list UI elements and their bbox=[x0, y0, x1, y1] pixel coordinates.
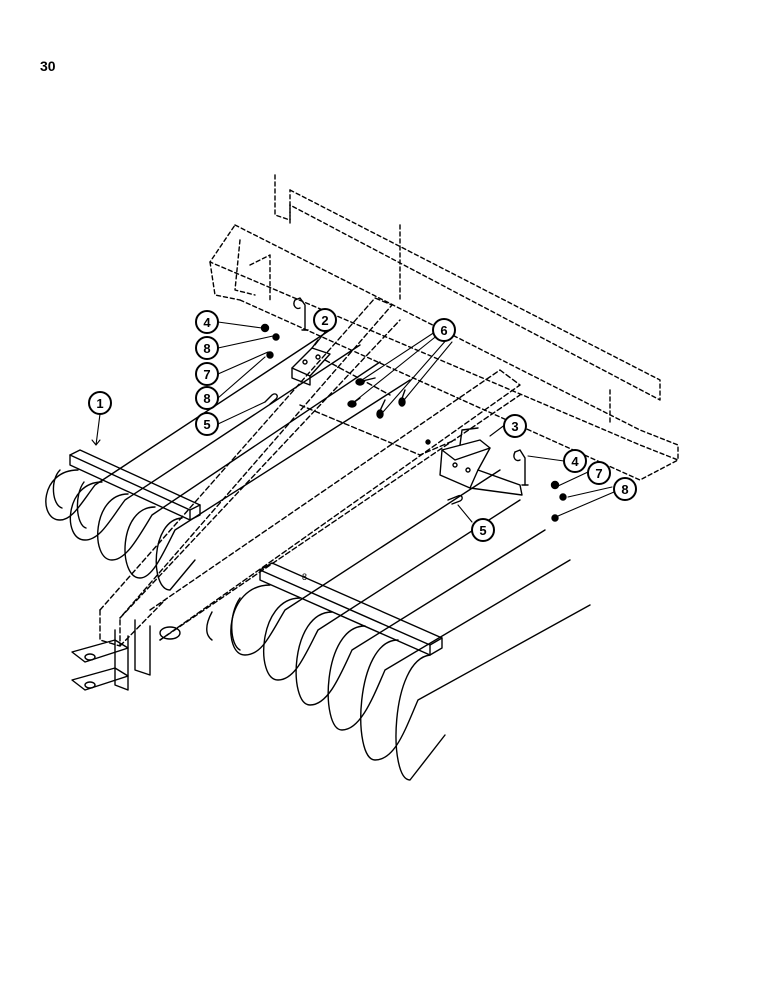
callout-5-right: 5 bbox=[471, 518, 495, 542]
leader-lines bbox=[91, 321, 615, 523]
left-tines bbox=[45, 329, 411, 591]
hitch-clevis bbox=[71, 619, 181, 691]
callout-8-right: 8 bbox=[613, 477, 637, 501]
callout-3: 3 bbox=[503, 414, 527, 438]
callout-label: 5 bbox=[203, 417, 210, 432]
callout-4-left: 4 bbox=[195, 310, 219, 334]
callout-2: 2 bbox=[313, 308, 337, 332]
callout-label: 1 bbox=[96, 396, 103, 411]
bolts bbox=[347, 377, 406, 419]
callout-label: 7 bbox=[595, 466, 602, 481]
callout-label: 2 bbox=[321, 313, 328, 328]
callout-label: 3 bbox=[511, 419, 518, 434]
frame-mark: 8 bbox=[302, 572, 307, 582]
right-tines bbox=[206, 469, 591, 781]
callout-label: 6 bbox=[440, 323, 447, 338]
hitch-tongue bbox=[99, 297, 521, 647]
callout-label: 8 bbox=[203, 341, 210, 356]
main-frame bbox=[209, 174, 679, 481]
callout-4-right: 4 bbox=[563, 449, 587, 473]
callout-label: 7 bbox=[203, 367, 210, 382]
page-number: 30 bbox=[40, 58, 56, 74]
callout-6: 6 bbox=[432, 318, 456, 342]
callout-8-left-bottom: 8 bbox=[195, 386, 219, 410]
pin-left bbox=[293, 297, 309, 331]
callout-label: 8 bbox=[621, 482, 628, 497]
callout-8-left-top: 8 bbox=[195, 336, 219, 360]
bracket-right bbox=[439, 427, 523, 496]
bracket-left bbox=[291, 339, 331, 386]
hairpin-clips bbox=[264, 393, 463, 505]
callout-5-left: 5 bbox=[195, 412, 219, 436]
callout-7-left: 7 bbox=[195, 362, 219, 386]
callout-label: 8 bbox=[203, 391, 210, 406]
callout-label: 5 bbox=[479, 523, 486, 538]
callout-7-right: 7 bbox=[587, 461, 611, 485]
pin-right bbox=[513, 449, 529, 486]
callout-1: 1 bbox=[88, 391, 112, 415]
callout-label: 4 bbox=[203, 315, 211, 330]
callout-label: 4 bbox=[571, 454, 579, 469]
